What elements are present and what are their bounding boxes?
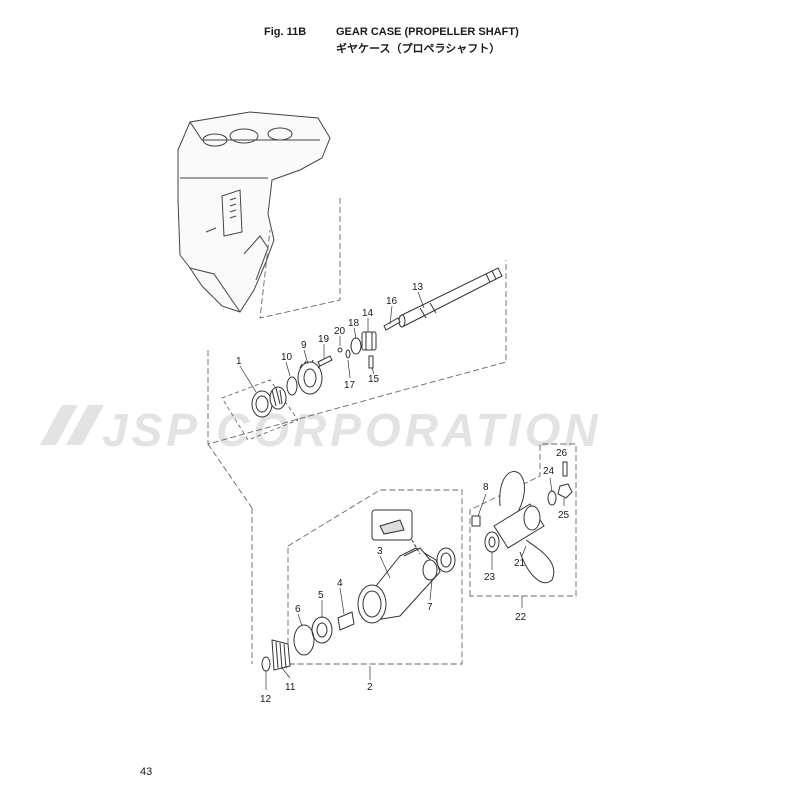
callout-21: 21	[514, 558, 526, 569]
callout-leaders	[239, 291, 565, 690]
watermark-text: JSP CORPORATION	[102, 404, 602, 456]
washer-24	[547, 490, 557, 506]
spring-17	[345, 349, 351, 359]
callout-9: 9	[301, 340, 307, 351]
callout-16: 16	[386, 296, 398, 307]
callout-24: 24	[543, 466, 555, 477]
ball-bearing-5	[311, 616, 333, 644]
pin-15	[368, 355, 374, 369]
shim-12	[261, 656, 271, 672]
forward-gear	[297, 359, 323, 395]
callout-23: 23	[484, 572, 496, 583]
watermark: JSP CORPORATION	[40, 404, 602, 456]
propeller-shaft	[398, 267, 503, 328]
shaft-assembly-box	[207, 260, 507, 509]
bearing-housing	[357, 547, 441, 624]
figure-title-japanese: ギヤケース（プロペラシャフト）	[336, 43, 501, 55]
callout-18: 18	[348, 318, 360, 329]
o-ring-6	[293, 624, 315, 656]
callout-7: 7	[427, 602, 433, 613]
figure-header: Fig. 11B GEAR CASE (PROPELLER SHAFT) ギヤケ…	[0, 26, 800, 66]
callout-20: 20	[334, 326, 346, 337]
watermark-logo-icon	[40, 405, 104, 445]
figure-title-english: GEAR CASE (PROPELLER SHAFT)	[336, 26, 519, 38]
callout-17: 17	[344, 380, 356, 391]
shim-10	[286, 376, 298, 396]
figure-number: Fig. 11B	[264, 26, 307, 38]
reverse-gear	[271, 639, 291, 671]
callout-11: 11	[285, 682, 296, 693]
detail-inset	[371, 509, 421, 555]
housing-outline-dashed	[259, 198, 341, 319]
propeller-assembly-box	[469, 443, 577, 597]
callout-12: 12	[260, 694, 272, 705]
callout-2: 2	[367, 682, 373, 693]
callout-3: 3	[377, 546, 383, 557]
cotter-pin-26	[562, 461, 568, 477]
callout-25: 25	[558, 510, 570, 521]
callout-1: 1	[236, 356, 242, 367]
spacer-23	[484, 531, 500, 553]
bearing-box-1	[221, 379, 299, 441]
callout-8: 8	[483, 482, 489, 493]
page-number: 43	[140, 766, 153, 778]
ring-18	[350, 337, 362, 355]
oil-seal-7	[422, 547, 456, 581]
ball-20	[337, 347, 343, 353]
gear-case-housing	[177, 111, 331, 313]
callout-15: 15	[368, 374, 380, 385]
callout-26: 26	[556, 448, 568, 459]
callout-5: 5	[318, 590, 324, 601]
nut-25	[557, 483, 573, 499]
bolt-8	[471, 515, 481, 527]
propeller	[493, 471, 555, 583]
callout-22: 22	[515, 612, 527, 623]
callout-14: 14	[362, 308, 374, 319]
callout-labels: 1 10 9 19 20 18 14 16 13 17 15 3 4 5 6 7…	[236, 282, 570, 705]
callout-4: 4	[337, 578, 343, 589]
callout-10: 10	[281, 352, 293, 363]
pin-16	[383, 317, 401, 331]
dog-clutch	[361, 331, 377, 351]
needle-bearing-4	[337, 611, 355, 631]
callout-13: 13	[412, 282, 424, 293]
callout-6: 6	[295, 604, 301, 615]
taper-bearing-1	[251, 386, 287, 418]
plunger-19	[317, 355, 333, 367]
callout-19: 19	[318, 334, 330, 345]
